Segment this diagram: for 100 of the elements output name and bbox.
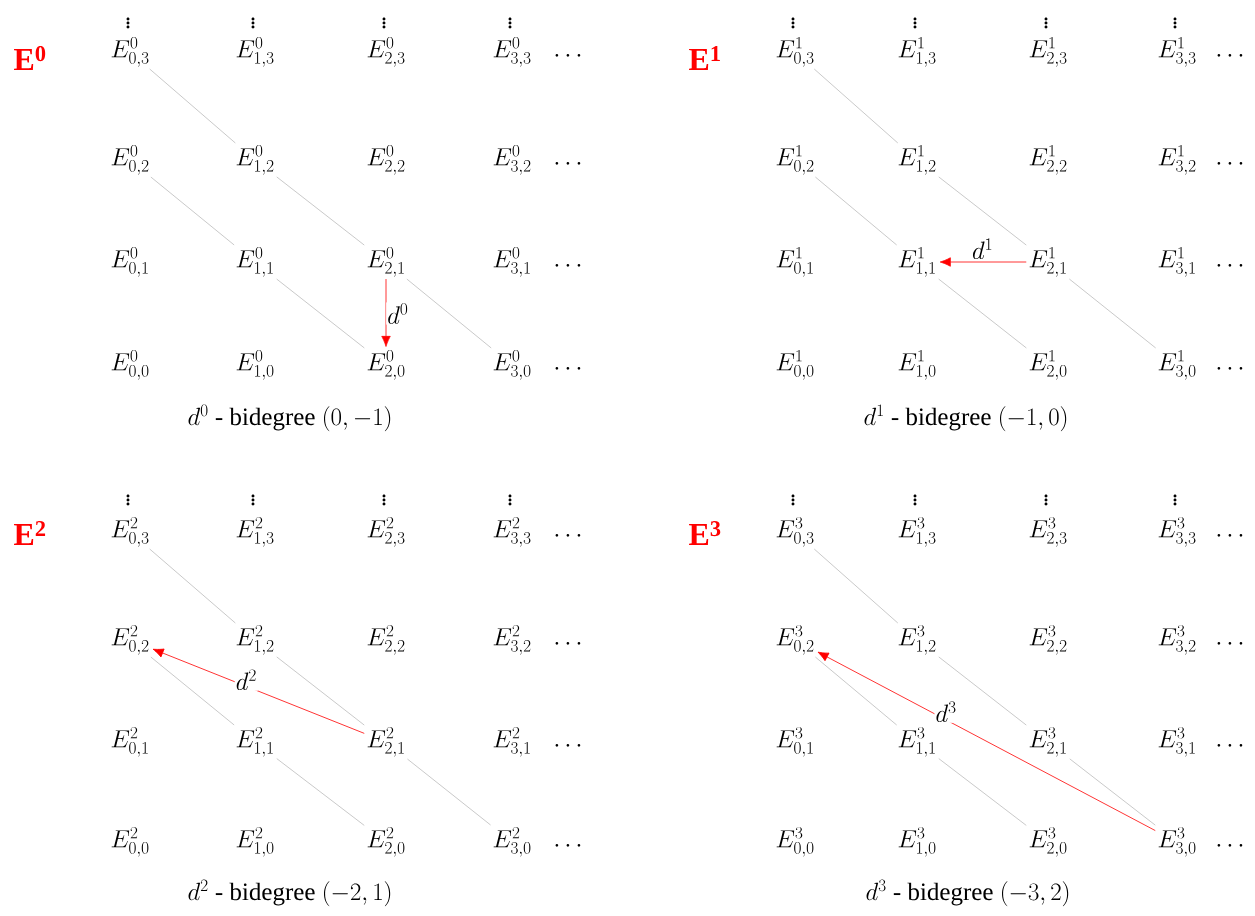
math-term: $E^{2}_{3,2}$ (493, 624, 531, 655)
math-term: $E^{2}_{1,0}$ (236, 826, 274, 857)
math-term: $E^{3}_{0,0}$ (776, 826, 814, 857)
vertical-dots: $\vdots$ (508, 17, 512, 29)
diagonal-line (149, 548, 236, 624)
math-term: $E^{3}_{3,3}$ (1158, 516, 1196, 547)
math-term: $E^{1}_{0,3}$ (776, 36, 814, 67)
math-term: $E^{3}_{1,1}$ (898, 726, 935, 757)
horizontal-dots: $\cdots$ (555, 54, 581, 57)
math-term: $E^{2}_{1,1}$ (236, 726, 273, 757)
math-term: $E^{1}_{3,0}$ (1158, 349, 1196, 380)
math-term: $E^{1}_{2,2}$ (1029, 144, 1067, 175)
math-term: $E^{1}_{3,1}$ (1158, 246, 1195, 277)
edge-label: $d^{1}$ (970, 237, 995, 260)
math-term: $E^{0}_{0,3}$ (111, 36, 149, 67)
diagonal-line (150, 656, 235, 726)
math-term: $E^{2}_{2,0}$ (367, 826, 405, 857)
panel-title: $\mathbf{E^{2}}$ (14, 521, 46, 545)
math-term: $E^{0}_{0,1}$ (111, 246, 148, 277)
math-term: $E^{1}_{2,1}$ (1029, 246, 1066, 277)
math-term: $E^{1}_{0,1}$ (776, 246, 813, 277)
math-term: $E^{2}_{3,1}$ (493, 726, 530, 757)
vertical-dots: $\vdots$ (1173, 17, 1177, 29)
horizontal-dots: $\cdots$ (1217, 54, 1243, 57)
math-term: $E^{1}_{2,3}$ (1029, 36, 1067, 67)
math-term: $E^{3}_{2,1}$ (1029, 726, 1066, 757)
diagonal-line (149, 68, 236, 144)
math-term: $E^{2}_{2,1}$ (367, 726, 404, 757)
math-term: $E^{3}_{1,2}$ (898, 624, 936, 655)
vertical-dots: $\vdots$ (791, 494, 795, 506)
math-term: $E^{2}_{0,0}$ (111, 826, 149, 857)
caption: $d^{3}\text{ - bidegree }(-3,2)$ (866, 879, 1069, 907)
math-term: $E^{2}_{0,1}$ (111, 726, 148, 757)
math-term: $E^{0}_{1,3}$ (236, 36, 274, 67)
diagonal-line (406, 278, 492, 349)
horizontal-dots: $\cdots$ (1217, 844, 1243, 847)
math-term: $E^{0}_{2,2}$ (367, 144, 405, 175)
math-term: $E^{3}_{3,2}$ (1158, 624, 1196, 655)
math-term: $E^{0}_{3,3}$ (493, 36, 531, 67)
math-term: $E^{0}_{1,2}$ (236, 144, 274, 175)
math-term: $E^{1}_{0,2}$ (776, 144, 814, 175)
math-term: $E^{2}_{0,3}$ (111, 516, 149, 547)
arrow (817, 651, 1156, 831)
horizontal-dots: $\cdots$ (555, 744, 581, 747)
math-term: $E^{2}_{2,2}$ (367, 624, 405, 655)
diagonal-line (815, 176, 898, 246)
horizontal-dots: $\cdots$ (1217, 744, 1243, 747)
diagonal-line (938, 278, 1027, 349)
vertical-dots: $\vdots$ (791, 17, 795, 29)
math-term: $E^{3}_{0,2}$ (776, 624, 814, 655)
horizontal-dots: $\cdots$ (1217, 367, 1243, 370)
arrow (381, 278, 391, 347)
vertical-dots: $\vdots$ (1173, 494, 1177, 506)
math-term: $E^{1}_{0,0}$ (776, 349, 814, 380)
caption: $d^{0}\text{ - bidegree }(0,-1)$ (188, 404, 391, 432)
diagonal-line (276, 656, 365, 726)
diagonal-line (815, 656, 898, 726)
math-term: $E^{0}_{2,0}$ (367, 349, 405, 380)
horizontal-dots: $\cdots$ (555, 844, 581, 847)
math-term: $E^{2}_{3,3}$ (493, 516, 531, 547)
horizontal-dots: $\cdots$ (555, 162, 581, 165)
math-term: $E^{0}_{0,0}$ (111, 349, 149, 380)
math-term: $E^{0}_{1,1}$ (236, 246, 273, 277)
caption: $d^{2}\text{ - bidegree }(-2,1)$ (188, 879, 391, 907)
math-term: $E^{0}_{3,0}$ (493, 349, 531, 380)
math-term: $E^{2}_{2,3}$ (367, 516, 405, 547)
math-term: $E^{3}_{3,1}$ (1158, 726, 1195, 757)
vertical-dots: $\vdots$ (251, 17, 255, 29)
panel-title: $\mathbf{E^{0}}$ (14, 46, 46, 70)
math-term: $E^{0}_{3,2}$ (493, 144, 531, 175)
horizontal-dots: $\cdots$ (1217, 642, 1243, 645)
panel-title: $\mathbf{E^{3}}$ (689, 521, 721, 545)
math-term: $E^{0}_{1,0}$ (236, 349, 274, 380)
vertical-dots: $\vdots$ (382, 494, 386, 506)
math-term: $E^{3}_{0,3}$ (776, 516, 814, 547)
math-term: $E^{2}_{0,2}$ (111, 624, 149, 655)
math-term: $E^{3}_{1,3}$ (898, 516, 936, 547)
vertical-dots: $\vdots$ (508, 494, 512, 506)
horizontal-dots: $\cdots$ (1217, 162, 1243, 165)
diagonal-line (407, 758, 491, 826)
vertical-dots: $\vdots$ (913, 494, 917, 506)
horizontal-dots: $\cdots$ (1217, 534, 1243, 537)
horizontal-dots: $\cdots$ (555, 264, 581, 267)
diagonal-line (938, 656, 1027, 726)
diagonal-line (813, 548, 899, 624)
diagonal-line (813, 68, 899, 144)
vertical-dots: $\vdots$ (382, 17, 386, 29)
diagonal-line (150, 176, 235, 246)
diagonal-line (276, 758, 365, 826)
diagonal-line (938, 176, 1027, 246)
math-term: $E^{1}_{1,0}$ (898, 349, 936, 380)
arrow (939, 257, 1027, 267)
vertical-dots: $\vdots$ (1044, 17, 1048, 29)
math-term: $E^{2}_{3,0}$ (493, 826, 531, 857)
math-term: $E^{3}_{2,0}$ (1029, 826, 1067, 857)
math-term: $E^{0}_{0,2}$ (111, 144, 149, 175)
arrow (152, 648, 365, 734)
math-term: $E^{3}_{2,3}$ (1029, 516, 1067, 547)
math-term: $E^{0}_{2,1}$ (367, 246, 404, 277)
vertical-dots: $\vdots$ (126, 17, 130, 29)
